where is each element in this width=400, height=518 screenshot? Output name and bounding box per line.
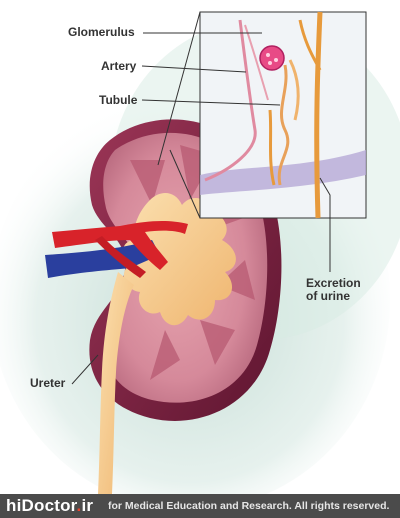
logo-dot: . bbox=[76, 496, 82, 515]
renal-artery-branch bbox=[95, 236, 146, 278]
logo-prefix: hiDoctor bbox=[6, 496, 77, 515]
artery-leader bbox=[141, 65, 247, 73]
site-logo: hiDoctor.ir bbox=[6, 496, 93, 516]
excretion-label: Excretion of urine bbox=[306, 277, 361, 303]
nephron-inset bbox=[200, 11, 366, 219]
excretion-leader bbox=[319, 177, 331, 272]
ureter-label: Ureter bbox=[30, 376, 66, 390]
excretion-label-line2: of urine bbox=[306, 289, 350, 303]
glomerulus-shape bbox=[259, 45, 285, 71]
ureter bbox=[98, 272, 134, 494]
ureter-leader bbox=[71, 354, 99, 385]
excretion-label-line1: Excretion bbox=[306, 276, 361, 290]
renal-vein bbox=[45, 240, 160, 278]
copyright-text: for Medical Education and Research. All … bbox=[108, 500, 390, 512]
copyright-footer: hiDoctor.ir for Medical Education and Re… bbox=[0, 494, 400, 518]
tubule-label: Tubule bbox=[99, 93, 138, 107]
logo-suffix: ir bbox=[81, 496, 94, 515]
inset-connector-2 bbox=[169, 149, 201, 219]
glomerulus-label: Glomerulus bbox=[68, 25, 135, 39]
tubule-leader bbox=[141, 99, 281, 106]
inset-connector-1 bbox=[157, 11, 201, 166]
renal-artery bbox=[52, 220, 188, 270]
artery-label: Artery bbox=[101, 59, 137, 73]
